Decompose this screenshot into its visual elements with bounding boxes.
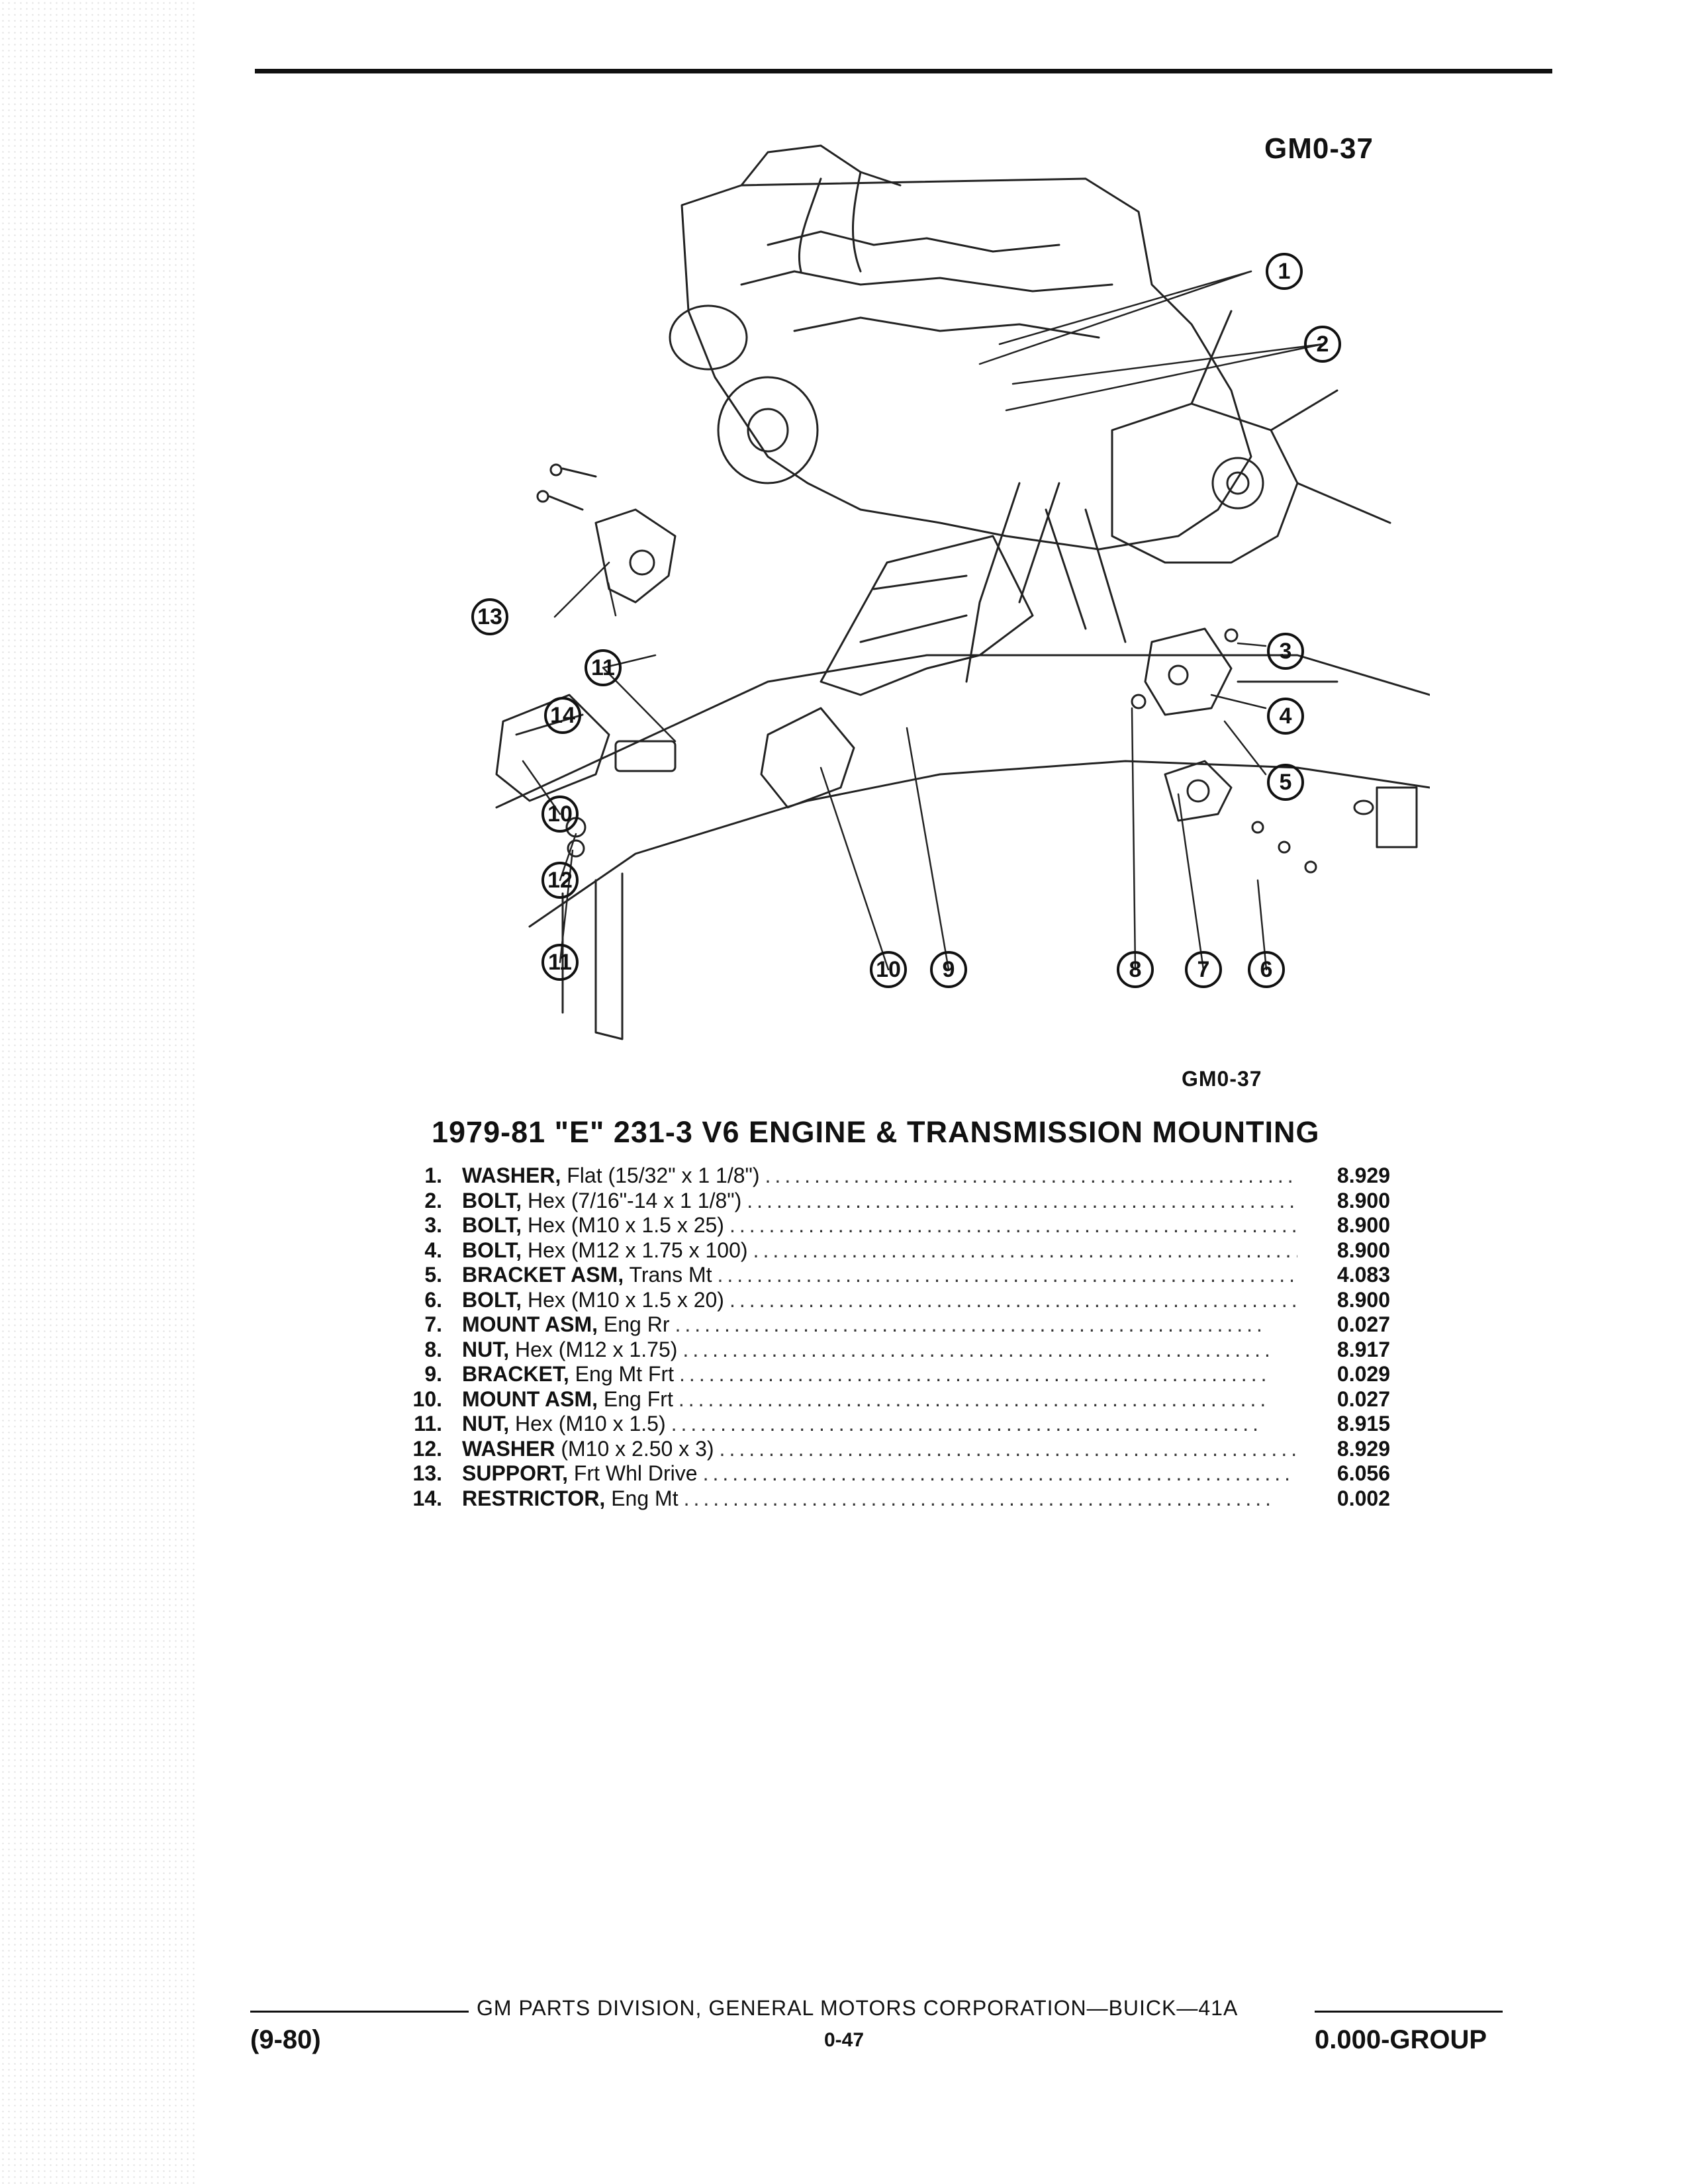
rear-engine-mount <box>1164 760 1233 822</box>
callout-11-top: 11 <box>591 655 615 680</box>
list-item: 10.MOUNT ASM, Eng Frt...................… <box>412 1387 1390 1412</box>
callout-8: 8 <box>1129 957 1142 982</box>
list-item: 8.NUT, Hex (M12 x 1.75).................… <box>424 1337 1390 1362</box>
page-title: 1979-81 "E" 231-3 V6 ENGINE & TRANSMISSI… <box>432 1115 1320 1149</box>
footer-publisher: GM PARTS DIVISION, GENERAL MOTORS CORPOR… <box>477 1996 1239 2020</box>
engine-mount-diagram: 1 2 3 4 5 6 7 8 9 10 10 11 11 12 13 14 <box>471 144 1430 1040</box>
footer-rule-left <box>250 2011 469 2013</box>
front-engine-mount-right <box>760 707 855 809</box>
transmission-mount-bracket <box>1144 627 1233 716</box>
footer-group: 0.000-GROUP <box>1315 2025 1487 2054</box>
list-item: 11.NUT, Hex (M10 x 1.5).................… <box>414 1412 1390 1437</box>
list-item: 2.BOLT, Hex (7/16"-14 x 1 1/8").........… <box>424 1188 1390 1213</box>
list-item: 14.RESTRICTOR, Eng Mt...................… <box>412 1486 1390 1511</box>
parts-list: 1.WASHER, Flat (15/32" x 1 1/8")........… <box>397 1163 1390 1511</box>
frame-rail <box>495 654 1430 928</box>
harmonic-balancer <box>717 376 819 484</box>
figure-id-top: GM0-37 <box>1264 132 1374 165</box>
list-item: 9.BRACKET, Eng Mt Frt...................… <box>424 1362 1390 1387</box>
callout-14: 14 <box>550 703 575 728</box>
callout-13: 13 <box>477 604 502 629</box>
list-item: 7.MOUNT ASM, Eng Rr.....................… <box>424 1312 1390 1338</box>
callout-10-right: 10 <box>876 957 901 982</box>
list-item: 1.WASHER, Flat (15/32" x 1 1/8")........… <box>424 1163 1390 1189</box>
callout-5: 5 <box>1280 770 1292 795</box>
front-engine-mount-left <box>495 694 610 802</box>
figure-id-bottom: GM0-37 <box>1182 1067 1262 1091</box>
footer-date: (9-80) <box>250 2025 321 2054</box>
callout-10-left: 10 <box>547 801 573 827</box>
callout-3: 3 <box>1280 639 1292 664</box>
footer-rule-right <box>1315 2011 1503 2013</box>
engine-mount-restrictor <box>614 740 677 772</box>
callout-6: 6 <box>1260 957 1273 982</box>
list-item: 4.BOLT, Hex (M12 x 1.75 x 100)..........… <box>424 1238 1390 1263</box>
list-item: 13.SUPPORT, Frt Whl Drive...............… <box>412 1461 1390 1486</box>
list-item: 6.BOLT, Hex (M10 x 1.5 x 20)............… <box>424 1287 1390 1312</box>
list-item: 5.BRACKET ASM, Trans Mt.................… <box>424 1263 1390 1288</box>
callout-9: 9 <box>943 957 955 982</box>
list-item: 12.WASHER (M10 x 2.50 x 3)..............… <box>412 1436 1390 1461</box>
water-pump-pulley <box>669 304 748 371</box>
list-item: 3.BOLT, Hex (M10 x 1.5 x 25)............… <box>424 1213 1390 1238</box>
callout-2: 2 <box>1317 332 1329 357</box>
callout-11-bottom: 11 <box>548 950 572 975</box>
page-edge-shading <box>0 0 199 2184</box>
callout-7: 7 <box>1197 957 1210 982</box>
transmission-case <box>1111 402 1299 564</box>
front-mount-bracket <box>820 535 1034 696</box>
page-number: 0-47 <box>824 2029 865 2051</box>
callout-1: 1 <box>1278 259 1291 284</box>
top-rule <box>255 69 1552 73</box>
front-wheel-drive-support <box>594 508 677 604</box>
callout-4: 4 <box>1280 704 1292 729</box>
callout-12: 12 <box>547 868 573 893</box>
engine-block <box>680 177 1252 551</box>
